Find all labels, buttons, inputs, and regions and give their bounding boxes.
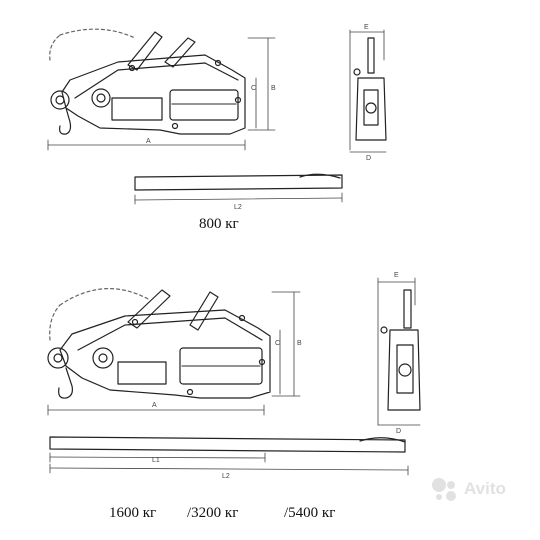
bottom-dim-c-label: C [275,340,280,347]
bottom-dim-e-label: E [394,272,399,279]
watermark-text: Avito [464,479,506,498]
bottom-handle-bars [49,436,409,476]
bottom-dim-l2-label: L2 [222,473,230,480]
top-dim-b-label: B [271,85,276,92]
top-dim-d-label: D [366,155,371,162]
top-dim-c-label: C [251,85,256,92]
bottom-capacity-caption-3: /5400 кг [284,505,336,521]
bottom-capacity-caption-2: /3200 кг [187,505,239,521]
bottom-capacity-caption-1: 1600 кг [109,505,157,521]
top-dim-l2-label: L2 [234,204,242,211]
bottom-dimension-labels: A B C E D L1 L2 [152,272,401,480]
top-winch-side-view [49,28,246,135]
top-dim-e-label: E [364,24,369,31]
bottom-winch-side-view [47,288,271,399]
top-capacity-caption: 800 кг [199,216,239,232]
bottom-dim-b-label: B [297,340,302,347]
bottom-dim-d-label: D [396,428,401,435]
bottom-winch-end-view [377,277,421,426]
bottom-dim-a-label: A [152,402,157,409]
top-dimension-lines [47,37,276,151]
top-dimension-labels: A B C E D L2 [146,24,371,211]
avito-logo-icon [432,478,456,501]
bottom-dim-l1-label: L1 [152,457,160,464]
top-dim-a-label: A [146,138,151,145]
bottom-dimension-lines [47,291,301,416]
avito-watermark: Avito [430,476,530,502]
top-winch-end-view [349,29,387,153]
top-handle-bar [134,173,343,205]
